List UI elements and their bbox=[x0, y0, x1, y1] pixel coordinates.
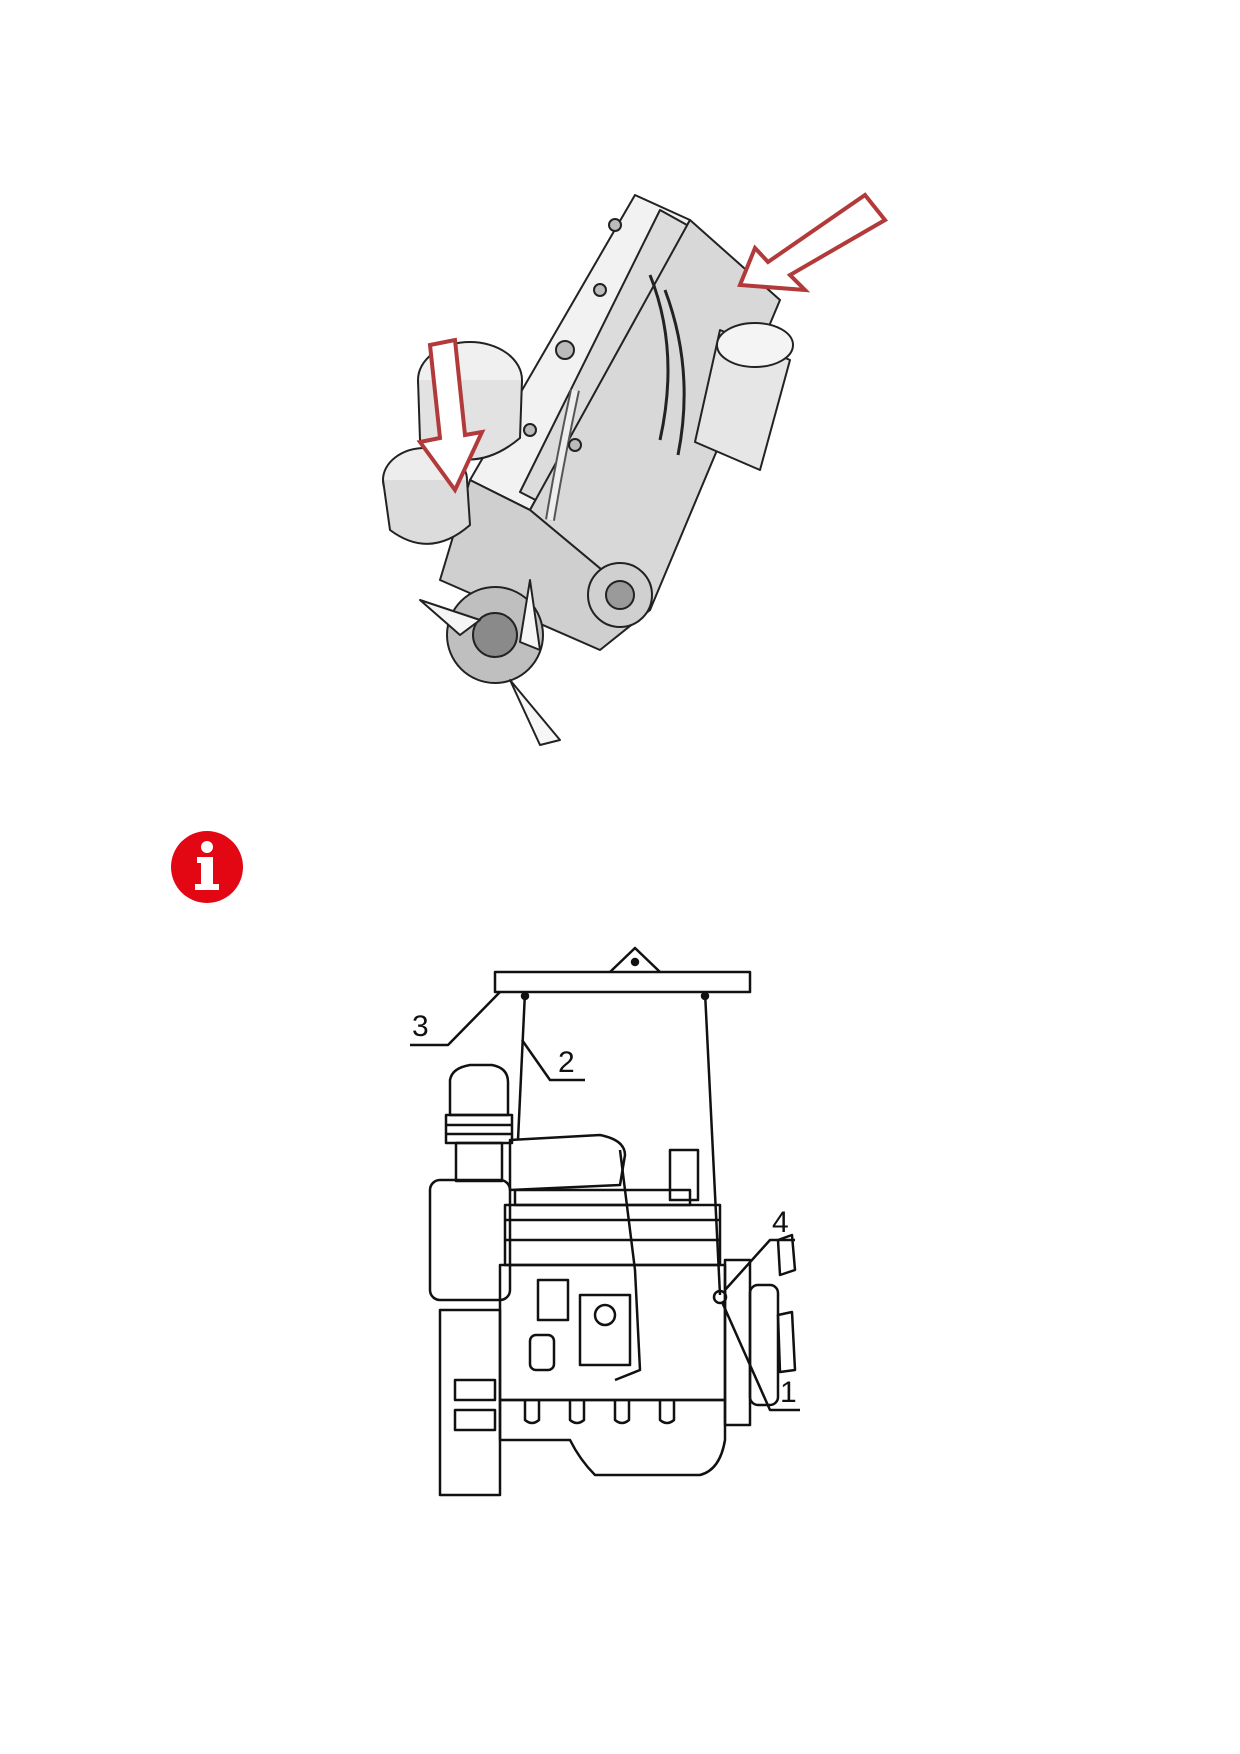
engine-drawing bbox=[382, 192, 889, 746]
alternator-lifting-eye-arrow bbox=[416, 337, 486, 494]
callout-1: 1 bbox=[780, 1376, 797, 1409]
lifting-drawing: 3 2 4 1 bbox=[410, 946, 800, 1497]
rear-lifting-eye-arrow bbox=[737, 192, 889, 293]
engine-isometric-illustration bbox=[360, 180, 920, 770]
callout-2: 2 bbox=[558, 1046, 575, 1079]
lifting-schematic: 3 2 4 1 bbox=[400, 940, 860, 1545]
info-icon bbox=[170, 830, 244, 904]
callout-3: 3 bbox=[412, 1010, 429, 1043]
callout-4: 4 bbox=[772, 1206, 789, 1239]
